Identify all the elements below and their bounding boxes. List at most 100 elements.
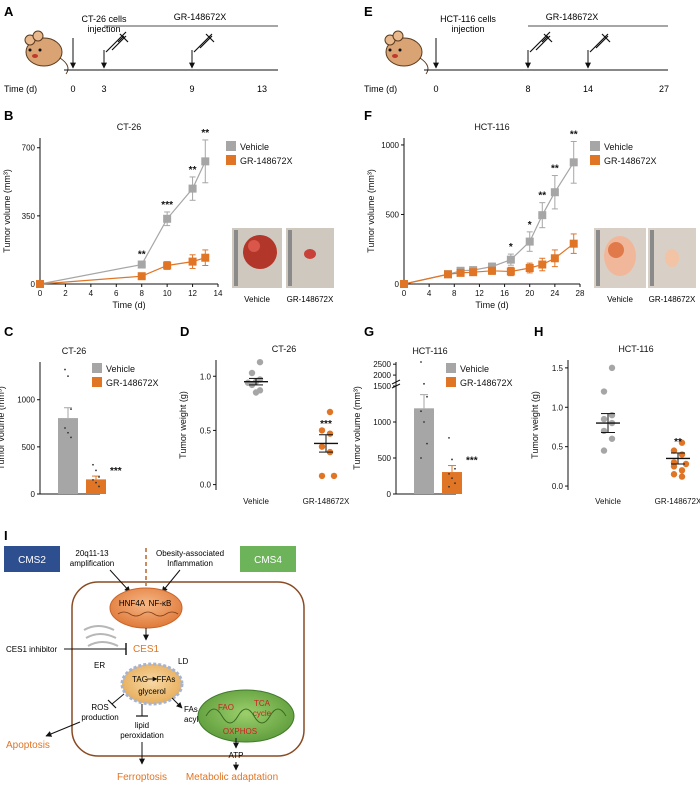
data-point: [550, 254, 559, 263]
x-category-label: GR-148672X: [303, 497, 350, 506]
bar: [58, 418, 78, 494]
data-point: [506, 267, 515, 276]
y-tick-label: 1000: [373, 418, 391, 427]
data-point: [600, 427, 608, 435]
series-line: [39, 161, 206, 285]
panel-d-letter: D: [180, 324, 189, 339]
legend-label: Vehicle: [460, 364, 489, 374]
panel-a-cells: CT-26 cells: [81, 14, 127, 24]
data-point: [36, 280, 44, 288]
data-point: [330, 472, 338, 480]
data-point: [64, 427, 66, 429]
data-point: [678, 467, 686, 474]
syringe-icon: [193, 33, 215, 53]
chart-title: HCT-116: [618, 344, 653, 354]
x-tick-label: 4: [427, 289, 432, 298]
lipid-peroxidation-line1: lipid: [135, 721, 149, 730]
ffas-label: FFAs: [157, 675, 176, 684]
chart-title: CT-26: [117, 122, 142, 132]
data-point: [201, 157, 210, 166]
bar: [414, 408, 434, 494]
data-point: [92, 478, 94, 481]
tag-label: TAG: [132, 675, 148, 684]
y-tick-label: 0: [387, 490, 392, 499]
data-point: [670, 463, 678, 470]
data-point: [64, 368, 66, 371]
data-point: [670, 447, 678, 454]
data-point: [444, 270, 452, 279]
panel-e-time-0: 0: [433, 84, 438, 94]
significance-label: **: [551, 164, 559, 175]
y-tick-label: 1500: [373, 382, 391, 391]
y-tick-label: 1000: [17, 396, 35, 405]
y-tick-label: 1.5: [552, 364, 564, 373]
panel-a-time-label: Time (d): [4, 84, 37, 94]
panel-e-letter: E: [364, 4, 373, 19]
tumor-photo-b: Vehicle GR-148672X: [232, 228, 334, 304]
significance-label: ***: [161, 200, 173, 211]
data-point: [678, 439, 686, 446]
ces1-inhibitor-label: CES1 inhibitor: [6, 645, 57, 654]
data-point: [525, 264, 534, 273]
ld-label: LD: [178, 657, 188, 666]
data-point: [67, 375, 69, 378]
data-point: [318, 472, 326, 480]
data-point: [163, 214, 172, 223]
x-tick-label: 0: [38, 289, 43, 298]
data-point: [318, 443, 326, 450]
data-point: [95, 481, 97, 484]
y-tick-label: 0.5: [552, 443, 564, 452]
x-tick-label: 10: [163, 289, 172, 298]
data-point: [98, 485, 100, 488]
legend-label: Vehicle: [604, 142, 633, 152]
data-point: [137, 260, 146, 269]
nfkb-label: NF-κB: [149, 599, 172, 608]
data-point: [420, 410, 422, 413]
data-point: [456, 268, 465, 277]
panel-e-drug: GR-148672X: [546, 12, 599, 22]
legend-swatch: [446, 377, 456, 387]
data-point: [469, 268, 478, 277]
data-point: [488, 266, 496, 275]
y-tick-label: 0.0: [552, 482, 564, 491]
data-point: [423, 421, 425, 423]
significance-label: ***: [466, 456, 478, 467]
data-point: [600, 415, 608, 423]
fao-label: FAO: [218, 703, 234, 712]
obesity-line1: Obesity-associated: [156, 549, 224, 558]
cms4-label: CMS4: [254, 555, 282, 566]
y-tick-label: 700: [22, 144, 36, 153]
cell-membrane: [71, 581, 305, 757]
legend-swatch: [92, 377, 102, 387]
data-point: [569, 239, 578, 248]
chart-title: CT-26: [62, 346, 87, 356]
panel-e-injection: injection: [451, 24, 484, 34]
amp-line1: 20q11-13: [75, 549, 109, 558]
y-tick-label: 0: [31, 280, 36, 289]
significance-label: ***: [110, 466, 122, 477]
data-point: [525, 237, 534, 246]
x-axis-label: Time (d): [112, 300, 145, 310]
data-point: [70, 408, 72, 411]
y-axis-label: Tumor volume (mm³): [366, 169, 376, 253]
significance-label: **: [201, 128, 209, 139]
x-tick-label: 24: [550, 289, 559, 298]
data-point: [488, 262, 496, 271]
legend-label: GR-148672X: [240, 156, 293, 166]
axis-break: [391, 379, 401, 385]
data-point: [326, 430, 334, 437]
er-membrane: [83, 625, 119, 647]
data-point: [256, 358, 264, 366]
panel-e-time-1: 8: [525, 84, 530, 94]
data-point: [538, 260, 547, 269]
x-tick-label: 8: [452, 289, 457, 298]
x-tick-label: 20: [525, 289, 534, 298]
legend-swatch: [92, 363, 102, 373]
significance-label: **: [538, 191, 546, 202]
data-point: [600, 388, 608, 395]
legend-label: Vehicle: [106, 364, 135, 374]
apoptosis-label: Apoptosis: [6, 740, 50, 751]
syringe-icon: [529, 31, 553, 53]
